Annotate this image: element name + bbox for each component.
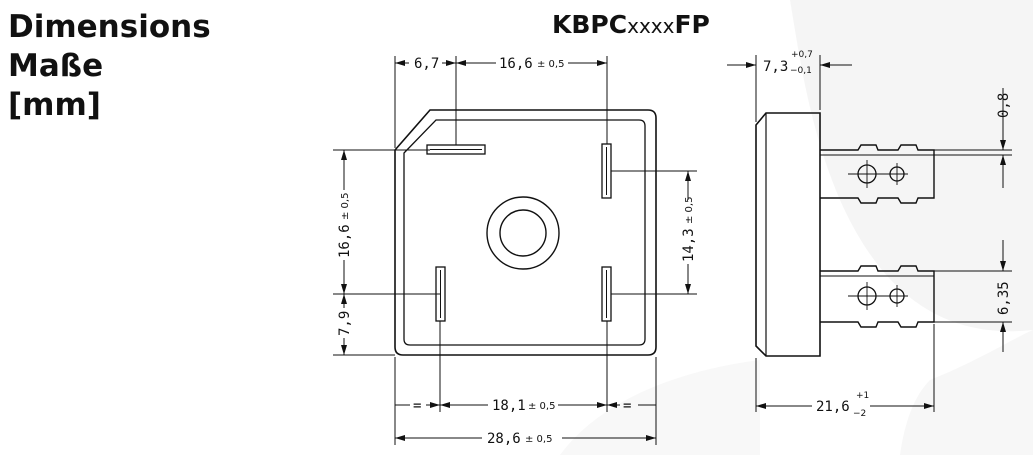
dim-side-thick: 0,8 [996, 93, 1012, 118]
body-inner-outline [403, 119, 646, 346]
part-prefix: KBPC [552, 10, 628, 39]
part-suffix: FP [674, 10, 710, 39]
side-view-dimensions [727, 55, 1012, 412]
mounting-hole-outer [486, 196, 560, 270]
side-view [755, 112, 935, 357]
body-outline [394, 109, 657, 356]
heading-line-3: [mm] [8, 87, 101, 123]
dim-right-mid: 14,3 [681, 228, 697, 262]
dim-bottom-total-tol: ± 0,5 [525, 434, 552, 445]
dim-bottom-mid: 18,1 [492, 398, 526, 414]
heading-line-1: Dimensions [8, 9, 211, 45]
side-terminal-upper [820, 144, 935, 204]
top-view-labels: 6,7 16,6 ± 0,5 16,6 ± 0,5 7,9 14,3 ± 0,5… [337, 56, 697, 447]
dim-bottom-eq-right: = [623, 398, 631, 414]
mounting-hole-inner [499, 209, 547, 257]
top-view [394, 109, 657, 356]
dim-side-top: 7,3 [763, 59, 788, 75]
dim-side-top-tol-minus: −0,1 [790, 66, 812, 76]
part-middle: xxxx [627, 14, 675, 38]
dim-side-pitch: 6,35 [996, 281, 1012, 315]
side-view-labels: 7,3 +0,7 −0,1 0,8 6,35 21,6 +1 −2 [763, 50, 1012, 419]
dim-bottom-eq-left: = [413, 398, 421, 414]
dim-side-top-tol-plus: +0,7 [791, 50, 813, 60]
side-terminal-lower [820, 265, 935, 328]
dimensions-heading: Dimensions Maße [mm] [8, 8, 211, 125]
top-view-dimensions [333, 56, 697, 445]
dim-side-length-tol-minus: −2 [853, 409, 866, 419]
heading-line-2: Maße [8, 48, 104, 84]
part-number-title: KBPCxxxxFP [552, 10, 710, 39]
dim-left-upper-tol: ± 0,5 [340, 193, 351, 220]
dim-side-length-tol-plus: +1 [856, 391, 869, 401]
dim-left-lower: 7,9 [337, 311, 353, 336]
dim-top-left: 6,7 [414, 56, 439, 72]
dim-top-mid-tol: ± 0,5 [537, 59, 564, 70]
dim-bottom-total: 28,6 [487, 431, 521, 447]
dim-right-mid-tol: ± 0,5 [684, 197, 695, 224]
dim-left-upper: 16,6 [337, 224, 353, 258]
dim-top-mid: 16,6 [499, 56, 533, 72]
dim-side-length: 21,6 [816, 399, 850, 415]
dim-bottom-mid-tol: ± 0,5 [528, 401, 555, 412]
